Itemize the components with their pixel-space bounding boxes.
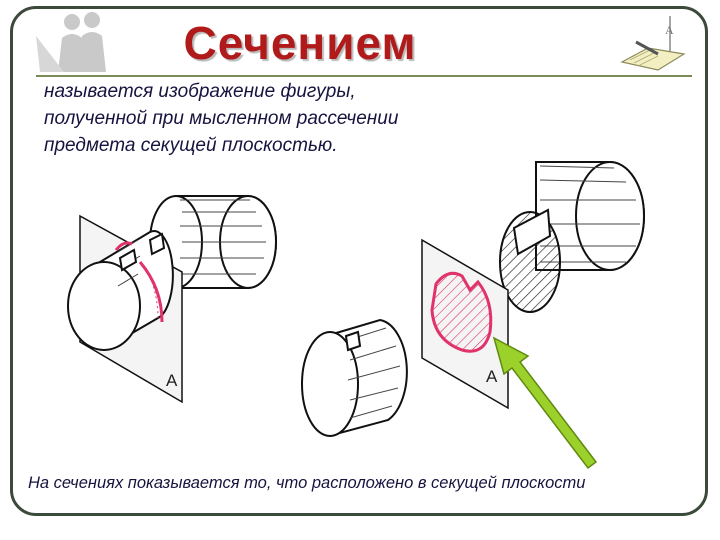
plane-label-left: A (166, 371, 178, 390)
slide-title: Сечением (183, 17, 417, 69)
svg-text:A: A (665, 23, 674, 37)
right-cylinder-cut (499, 161, 645, 313)
right-cutting-plane: A (421, 238, 509, 410)
left-section-outline (114, 241, 164, 323)
plane-label-right: A (486, 367, 498, 386)
title-underline (36, 75, 692, 77)
book-pen-icon: A (620, 16, 686, 71)
people-silhouettes-icon (36, 12, 106, 72)
left-cylinder-large (149, 195, 277, 289)
red-section-shape (430, 271, 493, 353)
footer-note: На сечениях показывается то, что располо… (28, 474, 586, 492)
definition-text: называется изображение фигуры, полученно… (44, 81, 399, 156)
center-cylinder (301, 318, 408, 437)
slide-frame (10, 6, 708, 516)
left-cylinder-small (67, 230, 174, 351)
green-arrow (492, 336, 598, 470)
